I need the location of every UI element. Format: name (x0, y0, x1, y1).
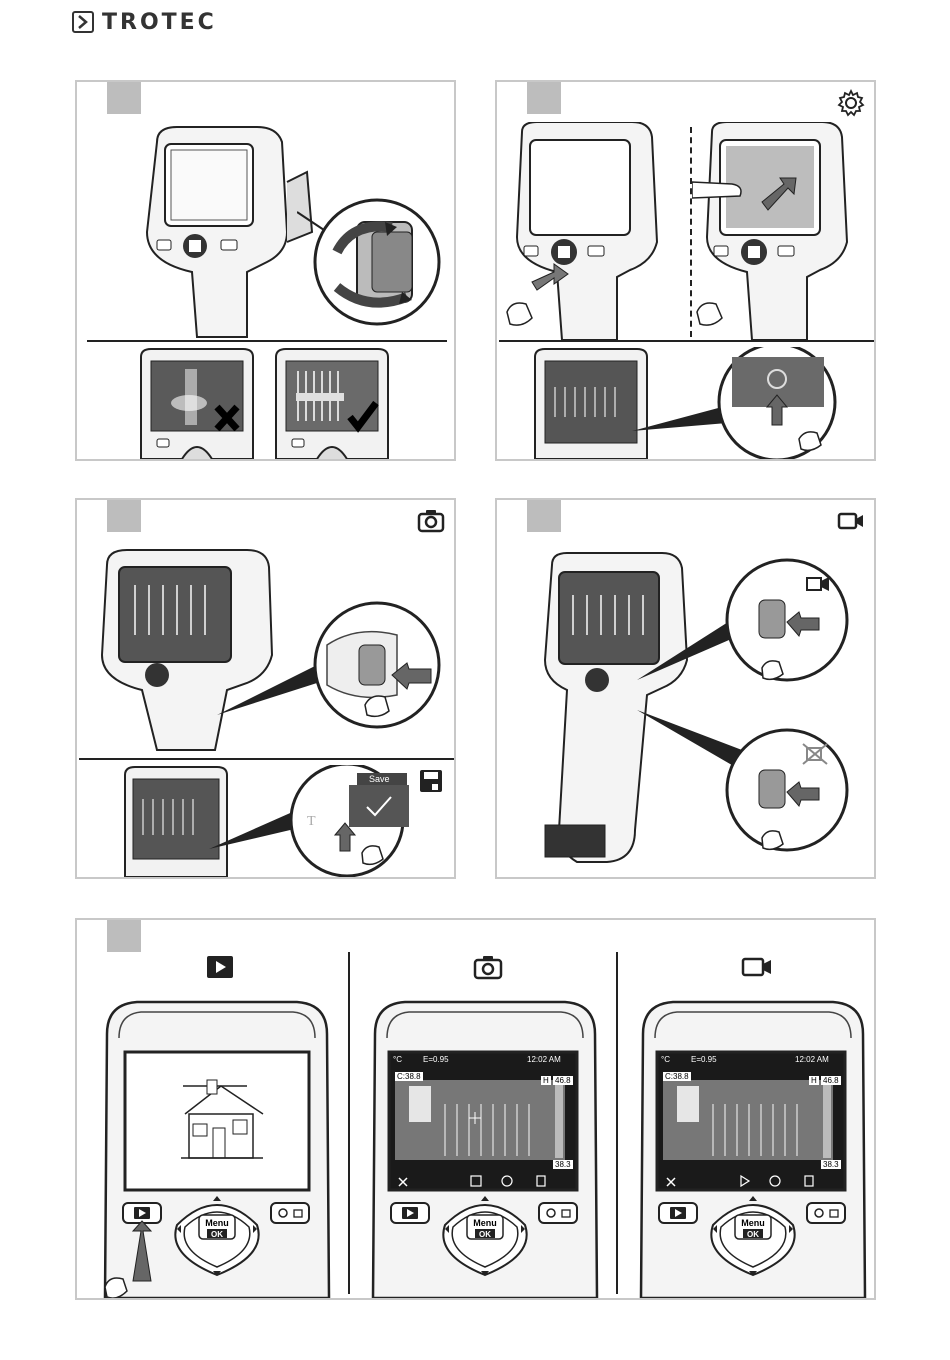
panel-divider (499, 340, 874, 342)
panel-settings (495, 80, 876, 461)
brand-name: TROTEC (102, 10, 217, 35)
ok-label: OK (479, 1230, 491, 1239)
status-unit: °C (661, 1055, 670, 1064)
column-divider (616, 952, 618, 1294)
video-camera-icon (741, 954, 773, 980)
camera-trigger-illustration (97, 545, 447, 755)
camera-icon (473, 954, 503, 980)
ok-label: OK (211, 1230, 223, 1239)
arrow-up-icon (213, 1196, 221, 1201)
focus-ring-zoom (297, 192, 447, 332)
finger-press-icon (105, 1278, 127, 1298)
logo-chevron-icon (72, 11, 94, 33)
status-emissivity: E=0.95 (691, 1055, 717, 1064)
low-temperature: 38.3 (821, 1160, 841, 1169)
status-emissivity: E=0.95 (423, 1055, 449, 1064)
panel-photo-capture: Save T (75, 498, 456, 879)
step-marker (107, 82, 141, 114)
low-temperature: 38.3 (553, 1160, 573, 1169)
blurry-screen-example (137, 347, 257, 459)
gear-icon (836, 88, 866, 118)
panel-divider (87, 340, 447, 342)
center-temperature: C:38.8 (395, 1072, 423, 1081)
settings-screen-zoom (527, 347, 867, 459)
step-marker (527, 500, 561, 532)
status-time: 12:02 AM (795, 1055, 829, 1064)
arrow-up-icon (481, 1196, 489, 1201)
status-unit: °C (393, 1055, 402, 1064)
menu-label: Menu (741, 1218, 765, 1228)
high-label: H (809, 1076, 819, 1085)
step-marker (107, 920, 141, 952)
center-temperature: C:38.8 (663, 1072, 691, 1081)
power-lock-button[interactable] (271, 1203, 309, 1223)
video-trigger-illustration (537, 550, 867, 870)
high-temperature: 46.8 (553, 1076, 573, 1085)
step-marker (107, 500, 141, 532)
panel-video-capture (495, 498, 876, 879)
save-screen-zoom: Save T (117, 765, 437, 877)
video-camera-icon (836, 506, 866, 536)
press-arrow-icon (133, 1221, 151, 1281)
save-label: Save (369, 774, 390, 784)
camera-icon (416, 506, 446, 536)
panel-gallery: °C E=0.95 12:02 AM C:38.8 H 46.8 38.3 °C (75, 918, 876, 1300)
play-icon (205, 954, 235, 980)
column-divider (348, 952, 350, 1294)
step-marker (527, 82, 561, 114)
high-label: H (541, 1076, 551, 1085)
menu-label: Menu (205, 1218, 229, 1228)
menu-label: Menu (473, 1218, 497, 1228)
camera-touch-swipe-illustration (692, 122, 872, 342)
sharp-screen-example (272, 347, 392, 459)
high-temperature: 46.8 (821, 1076, 841, 1085)
panel-focus (75, 80, 456, 461)
arrow-up-icon (749, 1196, 757, 1201)
svg-text:T: T (307, 814, 316, 829)
power-lock-button[interactable] (807, 1203, 845, 1223)
status-time: 12:02 AM (527, 1055, 561, 1064)
panel-divider (79, 758, 454, 760)
trotec-logo: TROTEC (72, 8, 217, 36)
power-lock-button[interactable] (539, 1203, 577, 1223)
ok-label: OK (747, 1230, 759, 1239)
camera-menu-button-illustration (502, 122, 682, 342)
